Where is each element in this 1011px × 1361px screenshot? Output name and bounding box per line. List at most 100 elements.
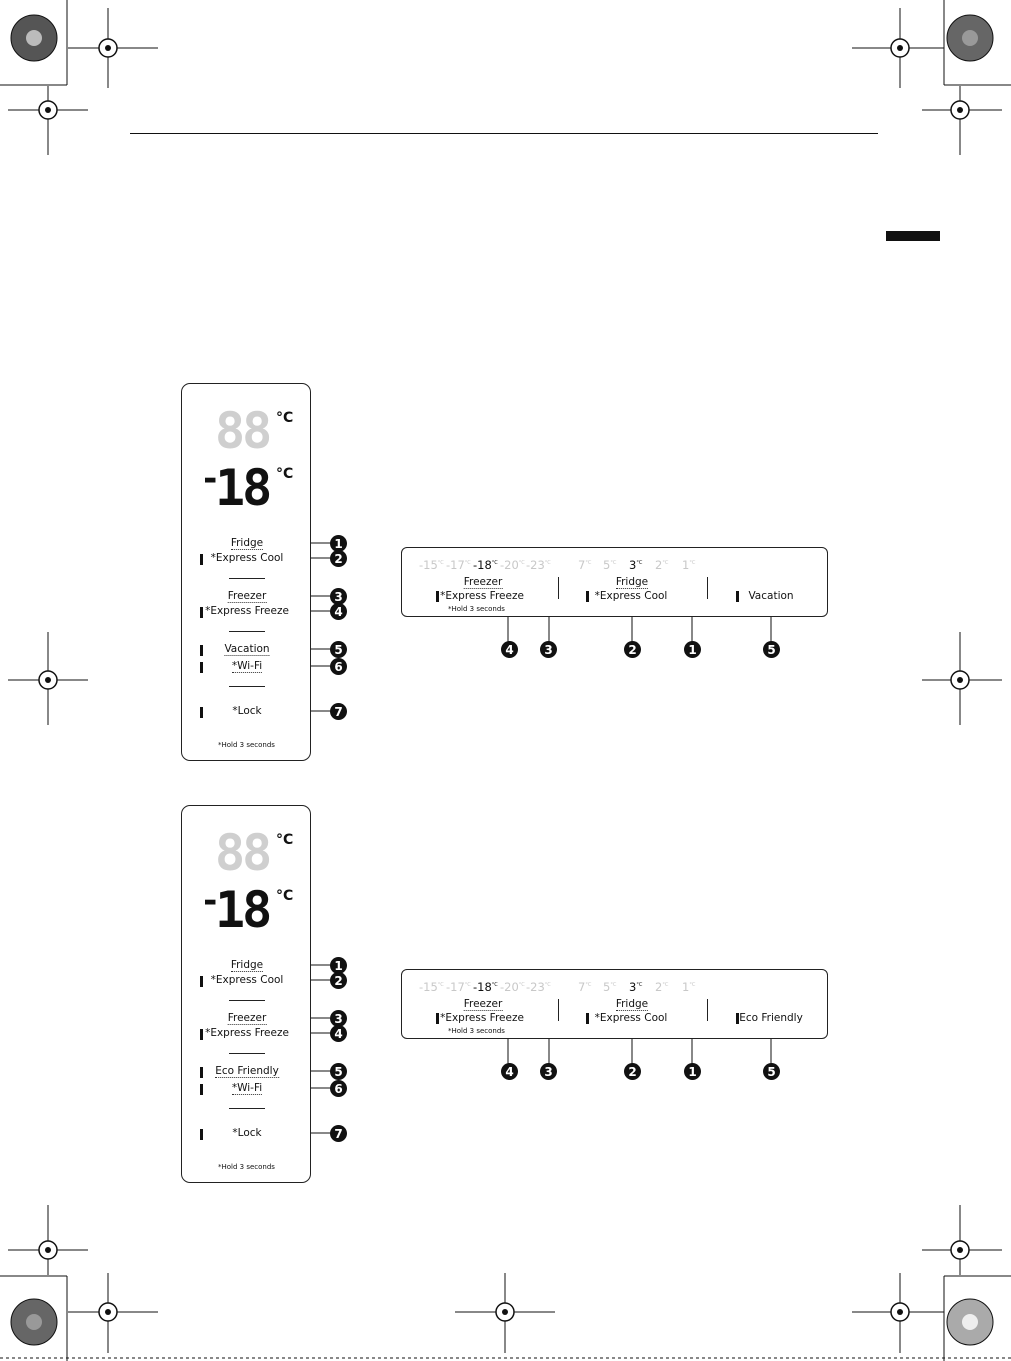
temp-unit: °C (437, 982, 444, 989)
h-hold-note: *Hold 3 seconds (448, 605, 505, 613)
freezer-temp-option[interactable]: -20°C (500, 980, 525, 994)
temp-value: 3 (629, 558, 637, 572)
vertical-express-freeze-label[interactable]: *Express Freeze (205, 1027, 289, 1039)
h-callout-1: 4 (501, 641, 518, 658)
freezer-temp-option[interactable]: -23°C (526, 558, 551, 572)
temp-value: 5 (603, 558, 611, 572)
h-freezer-label-text: Freezer (463, 576, 503, 589)
vertical-lock-label[interactable]: *Lock (232, 1127, 261, 1139)
temp-unit: °C (585, 982, 592, 989)
horizontal-h-express-freeze-label[interactable]: *Express Freeze (440, 1012, 524, 1024)
h-freezer-label-text: Freezer (463, 998, 503, 1011)
vertical-wifi-label[interactable]: *Wi-Fi (231, 1082, 263, 1095)
horizontal-h-express-freeze-label[interactable]: *Express Freeze (440, 590, 524, 602)
freezer-temp-option[interactable]: -23°C (526, 980, 551, 994)
section-divider (229, 631, 265, 632)
lock-label-text: *Lock (232, 705, 262, 717)
horizontal-h-freezer-label[interactable]: Freezer (463, 998, 503, 1011)
callout-2: 2 (330, 972, 347, 989)
hold-note: *Hold 3 seconds (218, 1163, 275, 1171)
panel-divider (707, 999, 708, 1021)
fridge-temp-option[interactable]: 5°C (603, 980, 616, 994)
freezer-temp-option[interactable]: -18°C (473, 558, 498, 572)
temp-unit: °C (518, 982, 525, 989)
vertical-lock-label[interactable]: *Lock (232, 705, 261, 717)
fridge-temp-option[interactable]: 5°C (603, 558, 616, 572)
horizontal-h-mode-label[interactable]: Vacation (748, 590, 793, 602)
temp-value: -20 (500, 980, 519, 994)
fridge-temperature-digits: 88 (215, 824, 272, 882)
fridge-temp-option[interactable]: 3°C (629, 558, 642, 572)
indicator-bar (736, 1013, 739, 1024)
indicator-bar (200, 1129, 203, 1140)
horizontal-h-fridge-label[interactable]: Fridge (615, 998, 649, 1011)
indicator-bar (436, 591, 439, 602)
h-express-freeze-label-text: *Express Freeze (440, 1012, 524, 1024)
callout-4: 4 (330, 603, 347, 620)
freezer-temp-option[interactable]: -15°C (419, 558, 444, 572)
vertical-fridge-label[interactable]: Fridge (230, 537, 264, 550)
temp-unit: °C (636, 560, 643, 567)
vertical-express-freeze-label[interactable]: *Express Freeze (205, 605, 289, 617)
fridge-temp-option[interactable]: 1°C (682, 558, 695, 572)
freezer-temperature-digits: 18 (215, 459, 272, 517)
hold-note: *Hold 3 seconds (218, 741, 275, 749)
h-callout-2: 3 (540, 1063, 557, 1080)
indicator-bar (200, 976, 203, 987)
indicator-bar (436, 1013, 439, 1024)
vertical-express-cool-label[interactable]: *Express Cool (211, 552, 284, 564)
temp-unit: °C (491, 982, 498, 989)
fridge-temperature-unit: °C (276, 410, 294, 426)
freezer-temp-option[interactable]: -15°C (419, 980, 444, 994)
h-callout-3: 2 (624, 641, 641, 658)
freezer-temp-option[interactable]: -17°C (446, 980, 471, 994)
temp-unit: °C (610, 560, 617, 567)
temp-unit: °C (491, 560, 498, 567)
vertical-wifi-label[interactable]: *Wi-Fi (231, 660, 263, 673)
freezer-temp-option[interactable]: -18°C (473, 980, 498, 994)
h-fridge-label-text: Fridge (615, 998, 649, 1011)
vertical-fridge-label[interactable]: Fridge (230, 959, 264, 972)
temp-value: 1 (682, 558, 690, 572)
indicator-bar (200, 1067, 203, 1078)
indicator-bar (200, 1029, 203, 1040)
fridge-temp-option[interactable]: 7°C (578, 558, 591, 572)
freezer-temperature-unit: °C (276, 466, 294, 482)
horizontal-h-mode-label[interactable]: Eco Friendly (739, 1012, 803, 1024)
horizontal-h-fridge-label[interactable]: Fridge (615, 576, 649, 589)
section-divider (229, 1053, 265, 1054)
freezer-temperature-unit: °C (276, 888, 294, 904)
fridge-temp-option[interactable]: 3°C (629, 980, 642, 994)
mode-label-text: Eco Friendly (215, 1065, 279, 1078)
vertical-mode-label[interactable]: Eco Friendly (215, 1065, 279, 1078)
callout-7: 7 (330, 1125, 347, 1142)
fridge-temp-option[interactable]: 1°C (682, 980, 695, 994)
fridge-temp-option[interactable]: 2°C (655, 980, 668, 994)
freezer-minus-sign: - (200, 881, 221, 921)
temp-unit: °C (464, 560, 471, 567)
panel-divider (558, 999, 559, 1021)
section-divider (229, 1108, 265, 1109)
freezer-temp-option[interactable]: -20°C (500, 558, 525, 572)
callout-4: 4 (330, 1025, 347, 1042)
fridge-temp-option[interactable]: 7°C (578, 980, 591, 994)
freezer-temp-option[interactable]: -17°C (446, 558, 471, 572)
vertical-mode-label[interactable]: Vacation (224, 643, 270, 656)
callout-6: 6 (330, 1080, 347, 1097)
horizontal-h-express-cool-label[interactable]: *Express Cool (595, 1012, 668, 1024)
fridge-temp-option[interactable]: 2°C (655, 558, 668, 572)
vertical-freezer-label[interactable]: Freezer (227, 590, 267, 603)
temp-value: -23 (526, 980, 545, 994)
fridge-label-text: Fridge (230, 959, 264, 972)
horizontal-h-express-cool-label[interactable]: *Express Cool (595, 590, 668, 602)
h-callout-4: 1 (684, 1063, 701, 1080)
horizontal-control-panel (401, 547, 828, 617)
vertical-express-cool-label[interactable]: *Express Cool (211, 974, 284, 986)
horizontal-h-freezer-label[interactable]: Freezer (463, 576, 503, 589)
vertical-freezer-label[interactable]: Freezer (227, 1012, 267, 1025)
temp-value: 7 (578, 558, 586, 572)
h-express-cool-label-text: *Express Cool (594, 1012, 668, 1024)
temp-value: -17 (446, 558, 465, 572)
temp-unit: °C (518, 560, 525, 567)
callout-1: 1 (330, 535, 347, 552)
